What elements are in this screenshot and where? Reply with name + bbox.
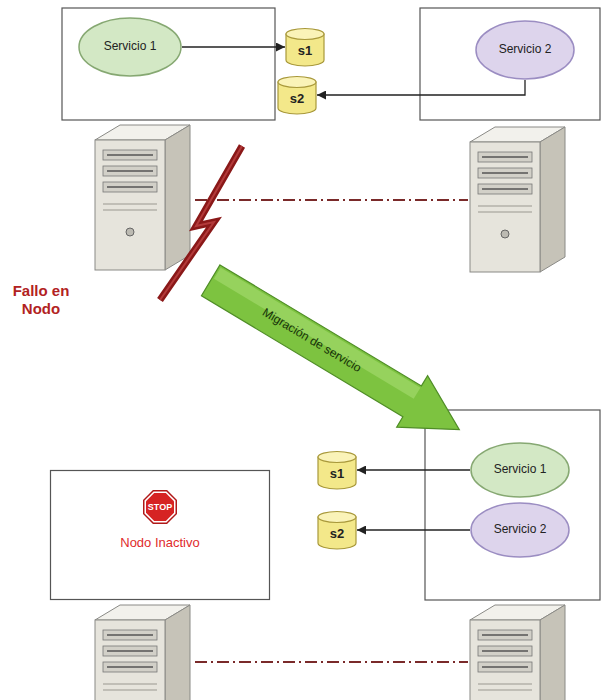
node-text: Servicio 2 [499,43,552,57]
node-text: Migración de servicio [260,306,364,376]
node-outline [50,470,270,600]
text-holder: s1 [317,451,357,489]
text-holder: Nodo Inactivo [50,470,270,600]
text-holder: Servicio 2 [470,502,570,558]
storage-cylinder: s2 [317,511,357,549]
text-holder: Servicio 1 [470,442,570,498]
node-text: s1 [298,44,312,59]
stop-sign: STOP [143,490,177,524]
node-text: STOP [148,502,172,512]
text-holder: Migración de servicio [195,255,474,456]
failure-label: Fallo en Nodo [2,282,80,318]
connector-arrow [357,529,470,530]
text-holder: Servicio 1 [78,17,182,77]
node-text: Nodo Inactivo [120,536,200,551]
node-frame [62,8,275,120]
inactive-node-panel: Nodo Inactivo STOP [50,470,270,600]
network-link [195,661,468,663]
text-holder: s2 [277,76,317,114]
node-text: Servicio 1 [104,40,157,54]
connector-arrow [182,46,285,47]
node-text: Servicio 1 [494,463,547,477]
service-ellipse: Servicio 2 [470,502,570,558]
service-ellipse: Servicio 1 [78,17,182,77]
text-holder: Servicio 2 [475,20,575,80]
text-holder: s2 [317,511,357,549]
server-icon [95,125,190,270]
node-text: s2 [290,92,304,107]
storage-cylinder: s1 [317,451,357,489]
storage-cylinder: s1 [285,28,325,66]
node-frame [425,410,600,600]
connector-arrow [317,80,525,95]
node-text: s1 [330,467,344,482]
server-icon [95,605,190,700]
connector-arrow [357,469,470,470]
node-text: Servicio 2 [494,523,547,537]
service-ellipse: Servicio 2 [475,20,575,80]
service-ellipse: Servicio 1 [470,442,570,498]
storage-cylinder: s2 [277,76,317,114]
server-icon [470,605,565,700]
text-holder: s1 [285,28,325,66]
network-link [195,199,468,201]
node-frame [420,8,600,120]
server-icon [470,127,565,272]
text-holder: STOP [143,490,177,524]
node-text: s2 [330,527,344,542]
migration-arrow: Migración de servicio [195,255,474,456]
